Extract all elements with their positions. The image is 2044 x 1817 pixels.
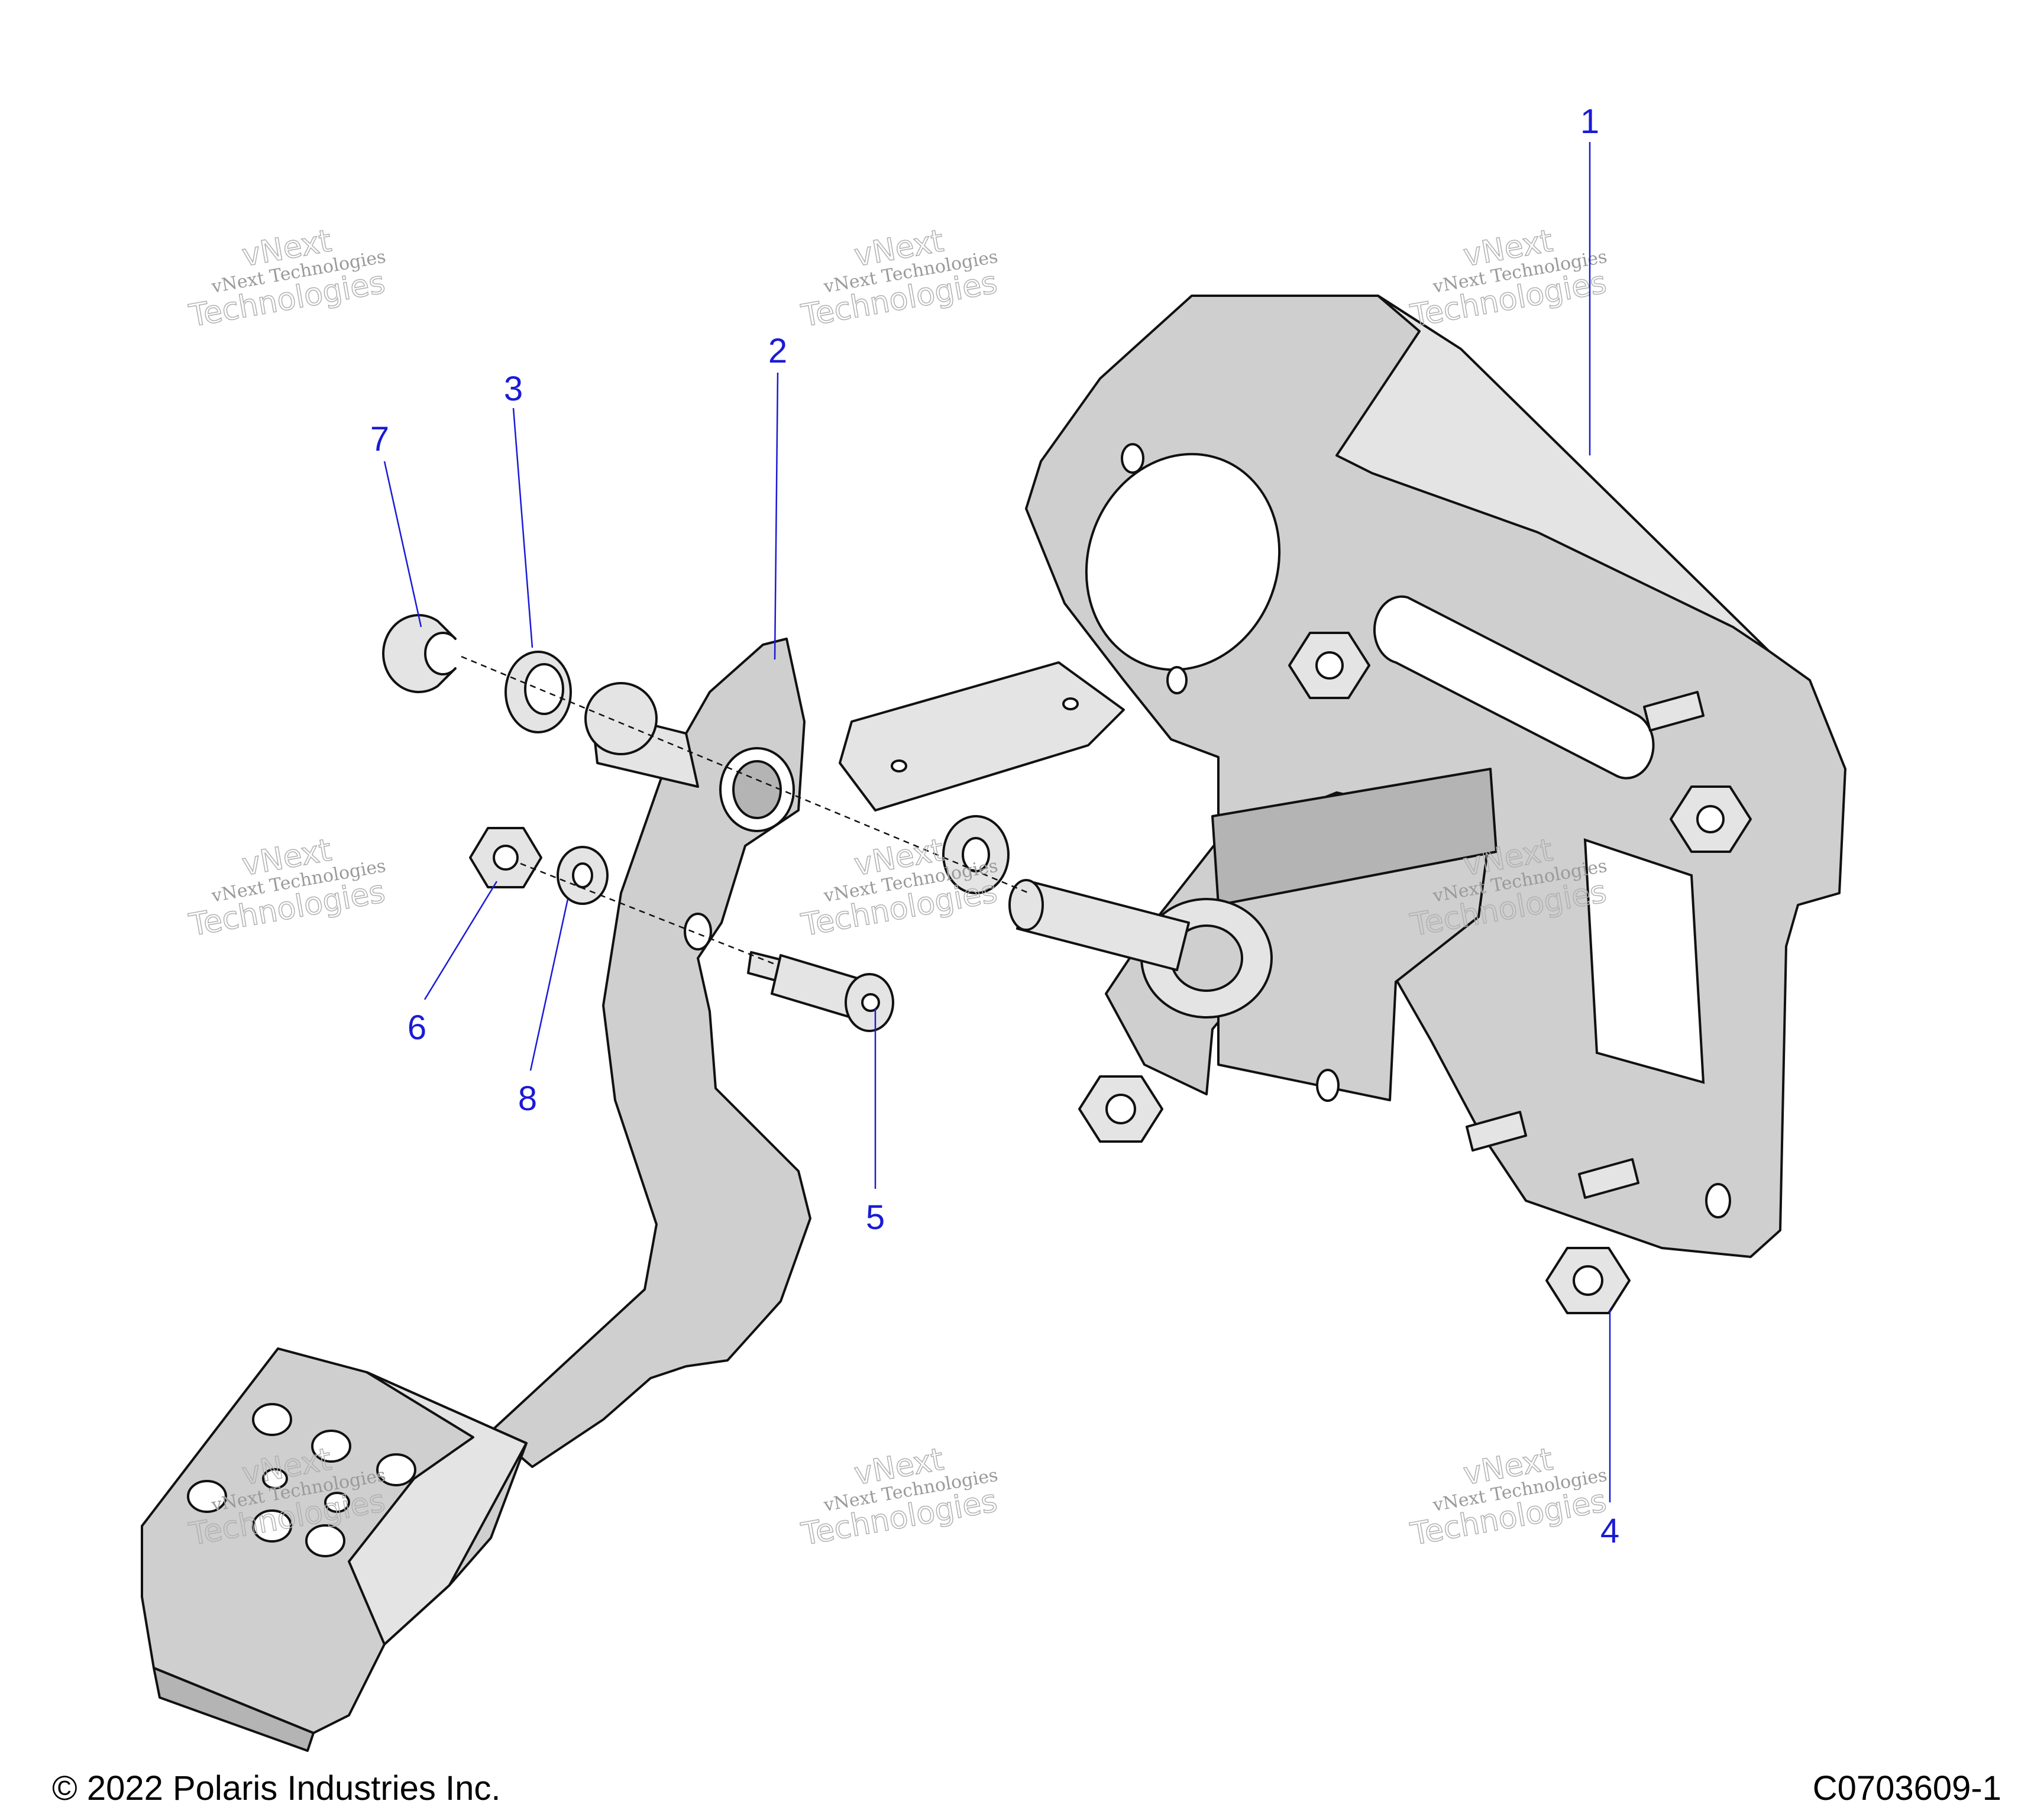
assembly-axis [520,862,775,965]
callout-5: 5 [866,1198,885,1237]
flange-nut-4 [1545,1247,1631,1314]
washer [557,846,609,905]
callout-4: 4 [1600,1512,1619,1550]
leader-line-6 [423,881,498,1000]
bracket-assembly [839,295,1846,1258]
bushing [504,651,572,733]
pivot-washer [942,815,1010,894]
leader-line-2 [774,372,779,660]
callout-8: 8 [518,1079,537,1118]
callout-2: 2 [768,332,787,370]
callout-7: 7 [370,420,389,458]
leader-line-8 [529,898,569,1071]
leader-line-7 [383,461,422,628]
leader-line-3 [512,408,533,648]
shoulder-bolt [747,951,894,1032]
callouts: 1 2 3 4 5 6 7 8 [370,102,1619,1550]
hex-nut [469,827,542,888]
callout-6: 6 [407,1008,426,1047]
assembly-axis [461,655,1030,894]
copyright-text: © 2022 Polaris Industries Inc. [52,1769,501,1808]
diagram-code: C0703609-1 [1812,1769,2001,1808]
flange-nut [1078,1075,1163,1143]
callout-3: 3 [504,370,523,408]
callout-1: 1 [1580,102,1599,141]
e-clip [382,614,457,693]
callout-leaders [383,142,1611,1502]
pedal-arm [141,638,811,1752]
